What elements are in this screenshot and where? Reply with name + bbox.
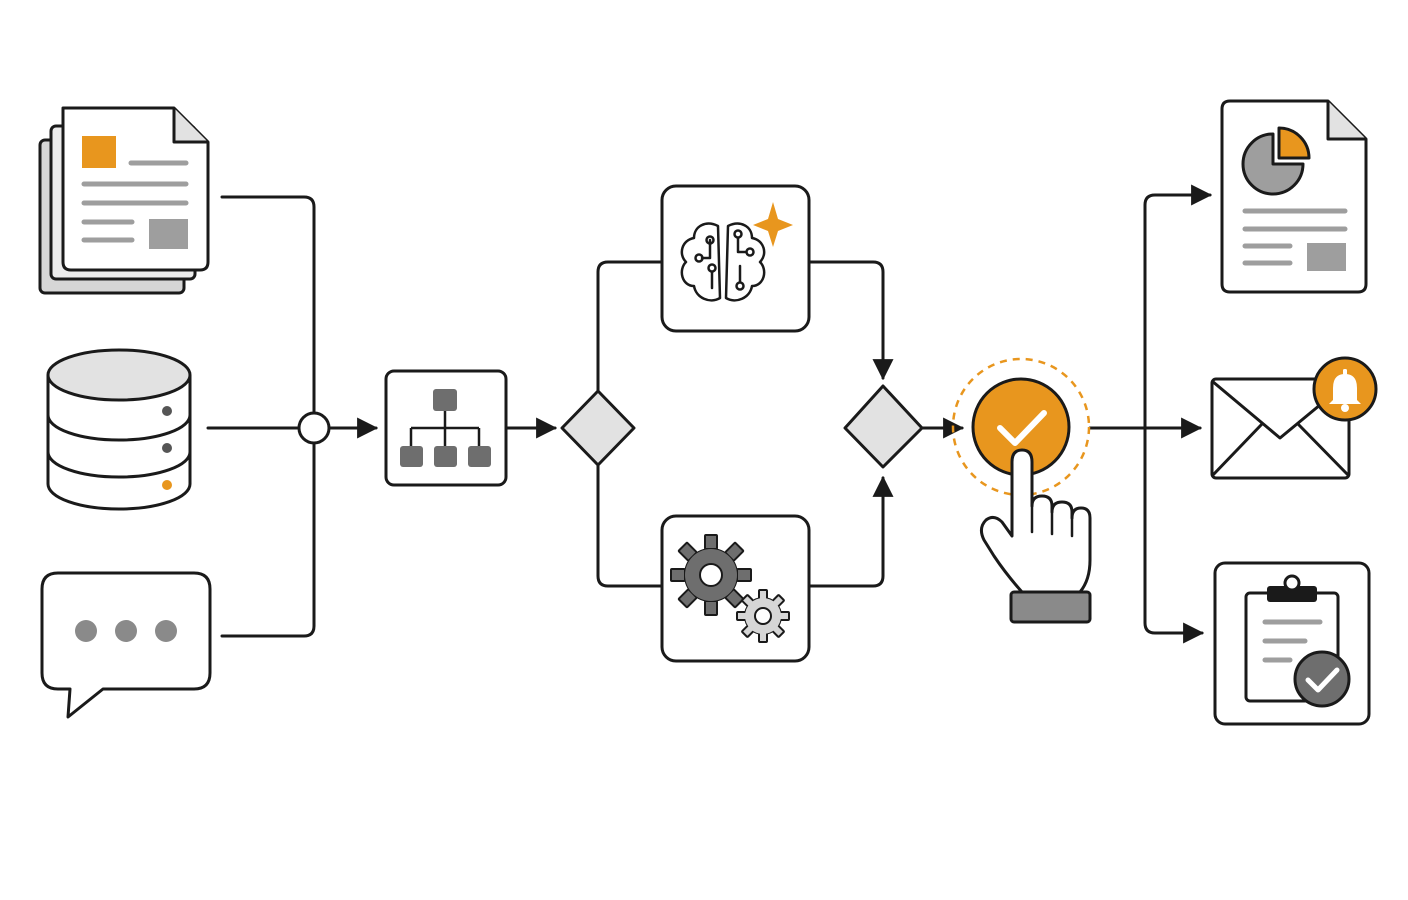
document-stack-icon (38, 106, 210, 295)
hand-tap-check-icon (951, 357, 1092, 624)
connector-chat-to-merge (220, 442, 316, 638)
email-notification-icon (1210, 356, 1378, 480)
hand-cuff (1009, 590, 1092, 624)
ai-branch-node (660, 184, 811, 333)
check-icon (997, 410, 1047, 446)
connector-ai-to-join (807, 260, 894, 381)
database-icon (46, 348, 192, 511)
connector-to-report (1143, 184, 1213, 430)
chat-bubble-icon (40, 571, 212, 719)
connector-to-clipboard (1143, 426, 1205, 644)
clipboard-check-icon (1213, 561, 1371, 726)
ai-brain-sparkle-icon (680, 222, 766, 302)
hierarchy-icon (400, 389, 491, 467)
bell-badge-icon (1312, 356, 1378, 422)
connector-document-to-merge (220, 195, 316, 414)
automation-branch-node (660, 514, 811, 663)
connector-split-to-gears (596, 464, 664, 588)
connector-split-to-ai (596, 260, 664, 392)
sparkle-icon (753, 202, 793, 247)
merge-junction (297, 411, 331, 445)
connectors (206, 184, 1213, 644)
join-gateway-diamond (843, 384, 924, 469)
organize-step-node (384, 369, 508, 487)
connector-gears-to-join (807, 475, 894, 588)
split-gateway-diamond (560, 389, 636, 467)
report-document-icon (1220, 99, 1368, 294)
gears-icon (670, 534, 790, 643)
